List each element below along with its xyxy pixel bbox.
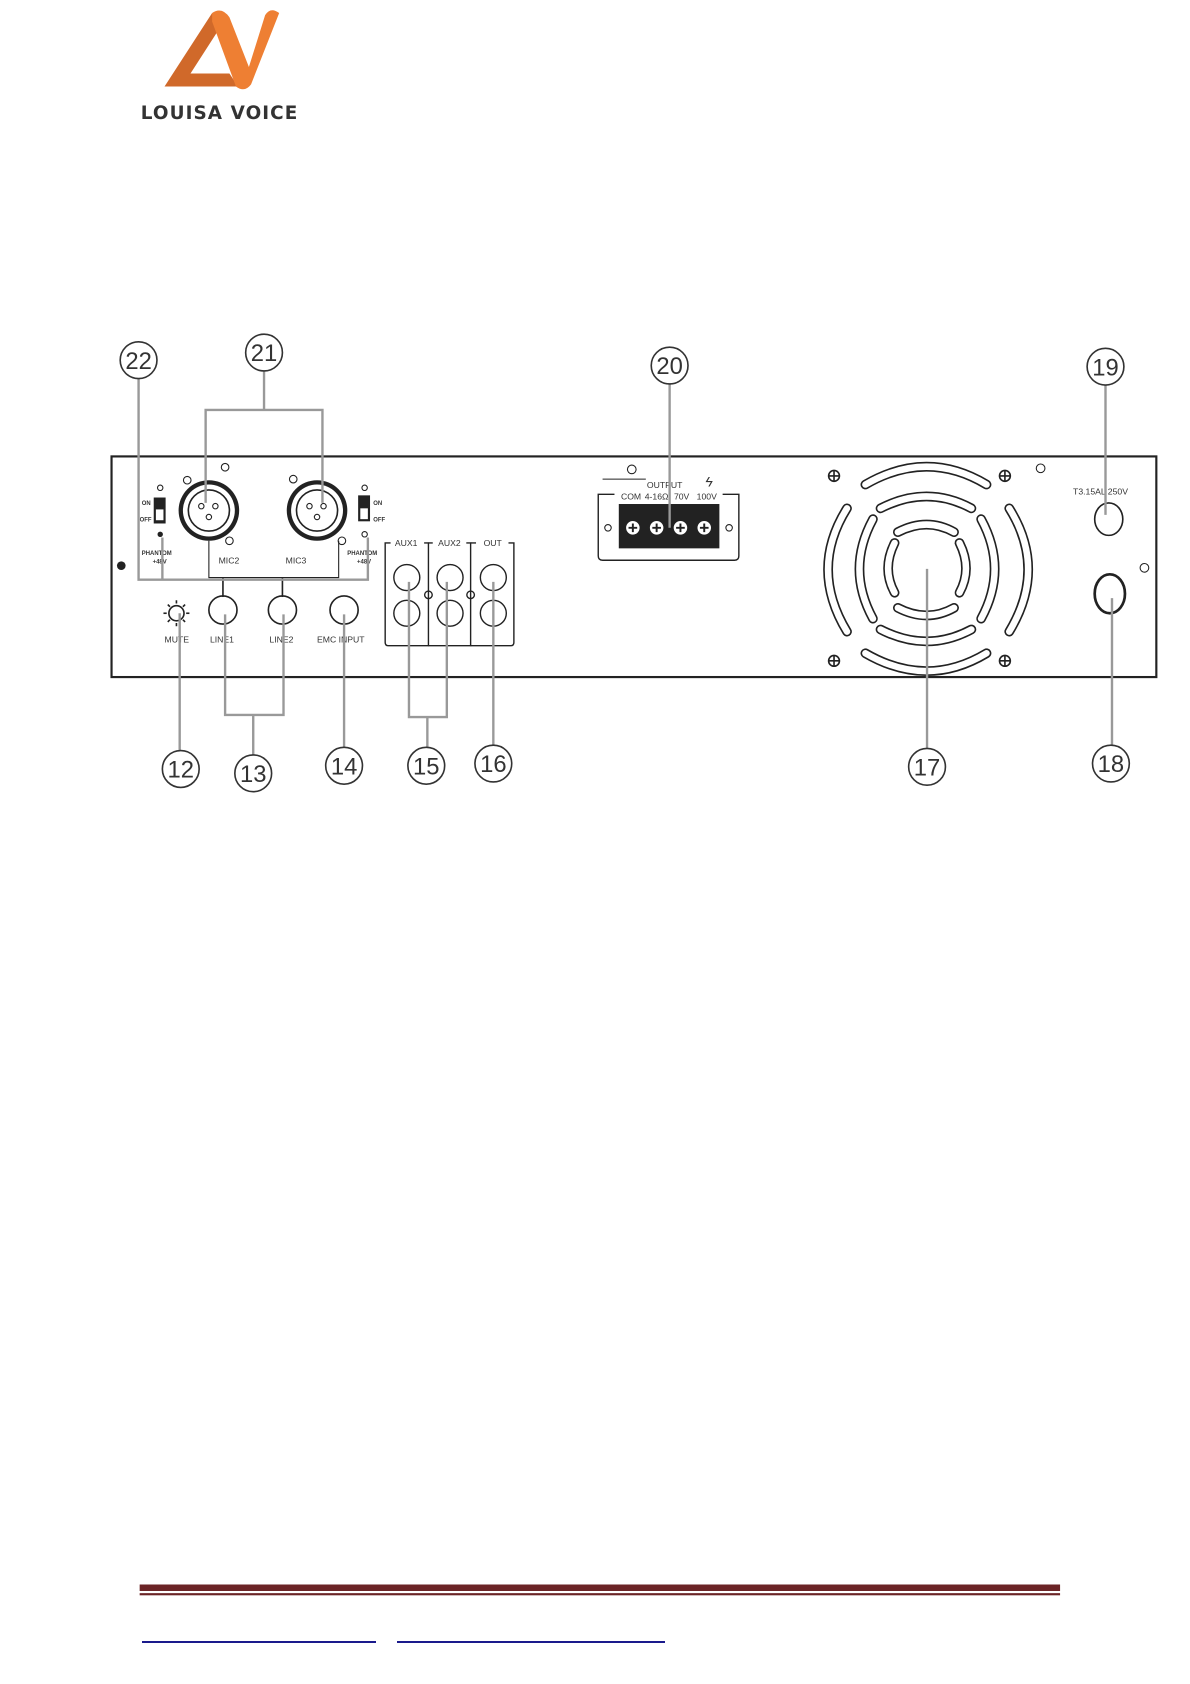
line2-label: LINE2 [269, 634, 293, 644]
callout-21: 21 [244, 333, 284, 372]
footer-link-1[interactable] [142, 1641, 376, 1643]
out-label: OUT [484, 538, 503, 548]
callout-number: 21 [251, 340, 277, 367]
mount-hole [1035, 463, 1046, 474]
ohm-label: 4-16Ω [645, 492, 669, 502]
callout-number: 15 [413, 753, 439, 780]
callout-13: 13 [234, 754, 273, 793]
brand-name: LOUISA VOICE [141, 103, 299, 124]
mic-bracket [208, 540, 340, 579]
footer-link-2[interactable] [397, 1641, 665, 1643]
phantom-switch-right: ON OFF PHANTOM +48V [347, 484, 386, 565]
callout-14: 14 [324, 746, 364, 785]
footer-rule [139, 1584, 1061, 1591]
callout-number: 20 [656, 353, 682, 380]
70v-label: 70V [674, 492, 690, 502]
mount-hole [1139, 562, 1150, 573]
callout-15: 15 [407, 746, 446, 785]
fan-screws [827, 469, 1012, 668]
mic3-label: MIC3 [286, 555, 307, 565]
mute-label: MUTE [165, 634, 190, 644]
callout-17: 17 [907, 747, 947, 787]
line1-jack [208, 595, 238, 625]
callout-number: 18 [1098, 751, 1124, 778]
com-label: COM [621, 492, 641, 502]
100v-label: 100V [697, 492, 717, 502]
callout-number: 17 [914, 754, 940, 781]
callout-12: 12 [161, 749, 200, 789]
phantom-switch-left: ON OFF PHANTOM +48V [140, 484, 172, 565]
phantom-voltage-label: +48V [357, 559, 371, 565]
rear-panel [110, 455, 1158, 679]
phantom-off-label: OFF [140, 517, 152, 523]
callout-number: 22 [125, 348, 151, 375]
phantom-on-label: ON [373, 501, 382, 507]
footer-rule-thin [139, 1593, 1061, 1596]
callout-16: 16 [474, 744, 513, 783]
xlr-mic2 [178, 462, 240, 546]
callout-number: 12 [168, 757, 194, 784]
high-voltage-icon: ϟ [705, 474, 713, 490]
phantom-off-label: OFF [373, 517, 385, 523]
aux1-label: AUX1 [395, 538, 418, 548]
callout-19: 19 [1086, 347, 1125, 386]
screw-terminal-icon [628, 523, 709, 533]
callout-number: 19 [1092, 354, 1118, 381]
mute-indicator: MUTE [163, 600, 190, 644]
ground-screw [116, 561, 126, 570]
callout-number: 16 [480, 751, 506, 778]
callout-20: 20 [650, 346, 689, 385]
phantom-voltage-label: +48V [153, 559, 167, 565]
rca-block [384, 542, 515, 647]
callout-number: 13 [240, 761, 266, 788]
leader-lines [137, 370, 1114, 755]
fuse-label: T3.15AL 250V [1073, 486, 1128, 496]
fuse-holder [1093, 502, 1124, 537]
output-label: OUTPUT [647, 480, 683, 490]
line1-label: LINE1 [210, 634, 234, 644]
power-inlet [1093, 572, 1127, 615]
louisa-voice-logo: LOUISA VOICE [141, 10, 299, 124]
mic2-label: MIC2 [219, 555, 240, 565]
xlr-mic3 [286, 474, 348, 546]
emc-input-label: EMC INPUT [317, 634, 365, 644]
phantom-on-label: ON [142, 501, 151, 507]
callout-22: 22 [119, 340, 158, 380]
phantom-label: PHANTOM [142, 551, 172, 557]
callout-number: 14 [331, 753, 357, 780]
aux2-label: AUX2 [438, 538, 461, 548]
phantom-label: PHANTOM [347, 551, 377, 557]
callout-18: 18 [1091, 744, 1131, 783]
light-rays-icon [163, 600, 190, 627]
